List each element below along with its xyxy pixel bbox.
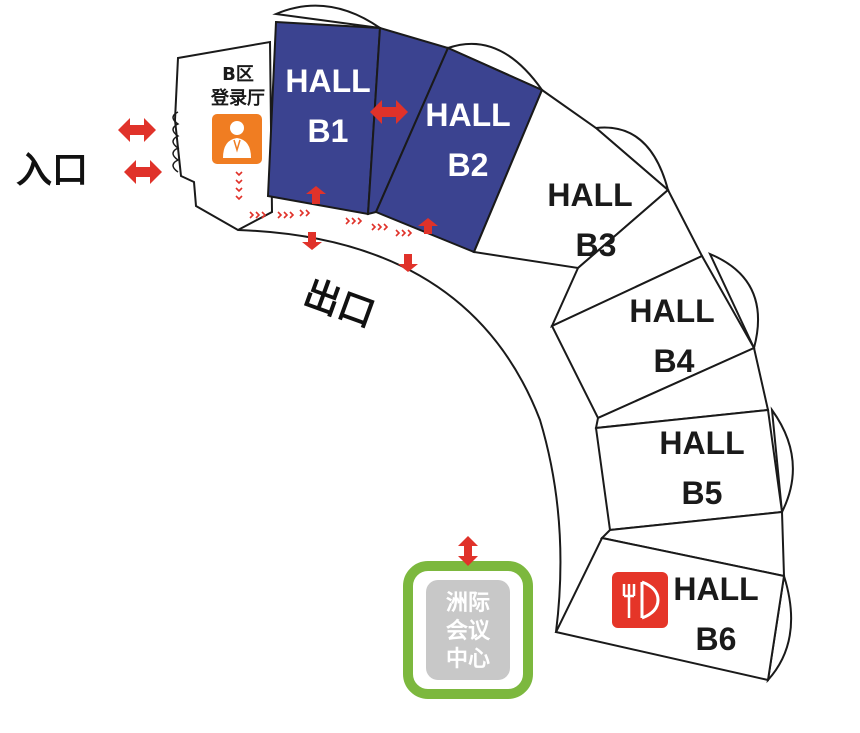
inner-corridor [237, 229, 562, 633]
hall-b4-code: B4 [654, 343, 695, 379]
convention-center-line3: 中心 [446, 647, 490, 672]
hall-b3-code: B3 [576, 227, 617, 263]
exit-arrow-2 [398, 254, 418, 272]
convention-center-arrow [458, 536, 478, 566]
b1-entry-arrow [306, 186, 326, 204]
exit-arrow-1 [302, 232, 322, 250]
registration-hall-label: 登录厅 [210, 87, 265, 109]
entrance-arrow-top [118, 118, 156, 142]
hall-b3-title: HALL [547, 177, 632, 213]
hall-b1-code: B1 [308, 113, 349, 149]
hall-b5-code: B5 [682, 475, 723, 511]
hall-b2-title: HALL [425, 97, 510, 133]
hall-b6-title: HALL [673, 571, 758, 607]
hall-b1[interactable] [266, 4, 382, 216]
registration-zone-label: B区 [222, 64, 254, 85]
exit-label: 出口 [298, 273, 380, 336]
convention-center-line2: 会议 [446, 618, 491, 644]
convention-center-line1: 洲际 [446, 591, 490, 616]
hall-b2-code: B2 [448, 147, 489, 183]
restaurant-icon [612, 572, 668, 628]
path-chevrons [235, 171, 413, 237]
hall-b6-code: B6 [696, 621, 737, 657]
entrance-arrow-bottom [124, 160, 162, 184]
b1-b2-double-arrow [370, 100, 408, 124]
registration-person-icon [212, 114, 262, 164]
b2-entry-arrow [418, 218, 438, 234]
hall-b6[interactable] [554, 536, 793, 684]
hall-b4-title: HALL [629, 293, 714, 329]
entrance-label: 入口 [16, 150, 88, 191]
hall-b1-title: HALL [285, 63, 370, 99]
hall-b5-title: HALL [659, 425, 744, 461]
